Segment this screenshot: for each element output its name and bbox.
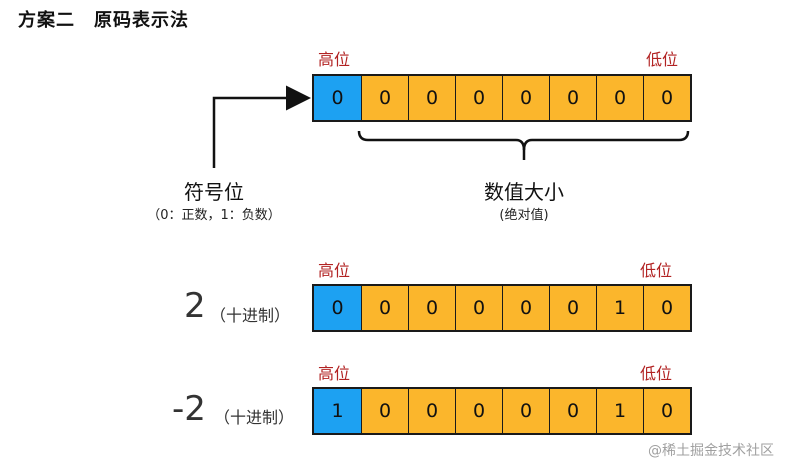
watermark: @稀土掘金技术社区 <box>648 443 774 459</box>
bit-cell: 0 <box>361 286 408 330</box>
bit-cell: 0 <box>643 76 690 120</box>
bit-cell: 1 <box>596 286 643 330</box>
magnitude-note: (绝对值) <box>499 208 549 223</box>
high-bit-label-3: 高位 <box>318 364 351 383</box>
bit-cell: 0 <box>455 76 502 120</box>
decimal-value-2: 2 <box>184 286 206 326</box>
bit-cell: 0 <box>361 389 408 433</box>
low-bit-label-2: 低位 <box>640 261 673 280</box>
bit-cell: 0 <box>455 286 502 330</box>
register-3: 1 0 0 0 0 0 1 0 <box>312 387 692 435</box>
sign-arrow <box>212 85 311 168</box>
bit-cell: 0 <box>502 389 549 433</box>
bit-cell: 0 <box>549 389 596 433</box>
register-1: 0 0 0 0 0 0 0 0 <box>312 74 692 122</box>
bit-cell: 0 <box>502 286 549 330</box>
bit-cell: 0 <box>408 76 455 120</box>
page-title: 方案二 原码表示法 <box>18 10 189 31</box>
bit-cell: 0 <box>314 76 361 120</box>
low-bit-label-1: 低位 <box>646 50 679 69</box>
bit-cell: 0 <box>408 286 455 330</box>
magnitude-label: 数值大小 <box>484 180 564 204</box>
bit-cell: 0 <box>643 389 690 433</box>
decimal-value-3: -2 <box>172 389 206 429</box>
bit-cell: 0 <box>643 286 690 330</box>
bit-cell: 1 <box>314 389 361 433</box>
bit-cell: 0 <box>549 76 596 120</box>
register-2: 0 0 0 0 0 0 1 0 <box>312 284 692 332</box>
bit-cell: 1 <box>596 389 643 433</box>
low-bit-label-3: 低位 <box>640 364 673 383</box>
high-bit-label-2: 高位 <box>318 261 351 280</box>
magnitude-brace <box>357 130 690 151</box>
bit-cell: 0 <box>502 76 549 120</box>
sign-bit-label: 符号位 <box>184 180 244 204</box>
bit-cell: 0 <box>408 389 455 433</box>
bit-cell: 0 <box>455 389 502 433</box>
sign-bit-note: （0：正数，1：负数） <box>147 208 281 223</box>
bit-cell: 0 <box>314 286 361 330</box>
decimal-note-2: （十进制） <box>210 306 291 325</box>
decimal-note-3: （十进制） <box>214 408 295 427</box>
bit-cell: 0 <box>596 76 643 120</box>
high-bit-label-1: 高位 <box>318 50 351 69</box>
bit-cell: 0 <box>549 286 596 330</box>
bit-cell: 0 <box>361 76 408 120</box>
